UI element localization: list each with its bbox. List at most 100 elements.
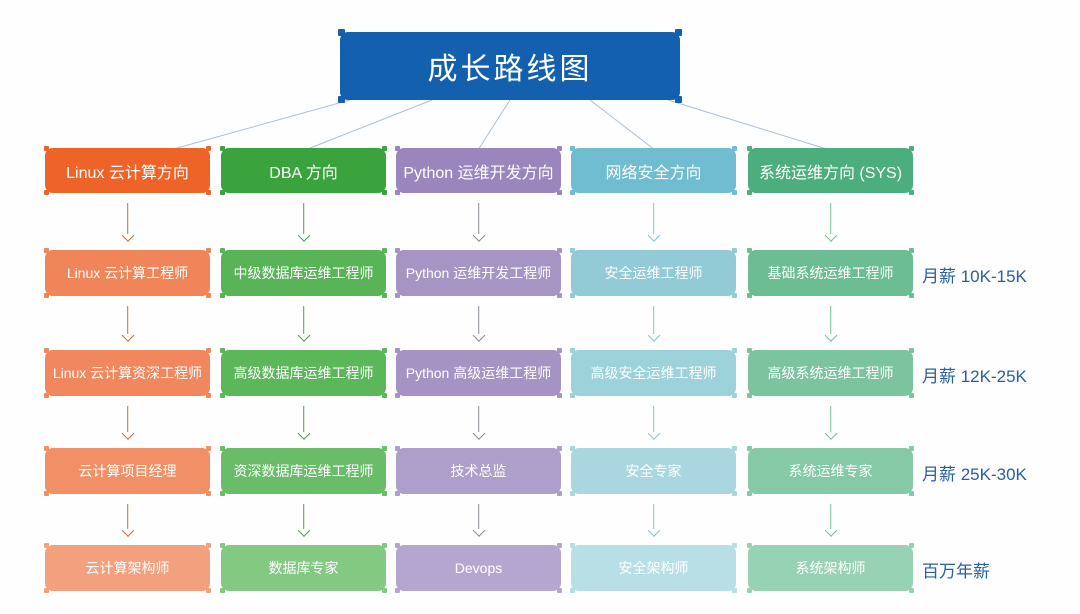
role-label: 数据库专家 [268, 560, 339, 576]
pixel-corner [395, 248, 400, 253]
pixel-corner [220, 588, 225, 593]
down-arrow [396, 396, 561, 448]
pixel-corner [44, 446, 49, 451]
pixel-corner [909, 348, 914, 353]
pixel-corner [220, 146, 225, 151]
pixel-corner [206, 446, 211, 451]
pixel-corner [382, 543, 387, 548]
pixel-corner [909, 248, 914, 253]
down-arrow [45, 296, 210, 350]
down-arrow [396, 193, 561, 250]
pixel-corner [747, 146, 752, 151]
pixel-corner [747, 543, 752, 548]
salary-label: 月薪 25K-30K [922, 465, 1027, 484]
down-arrow [396, 296, 561, 350]
role-label: 安全架构师 [618, 560, 689, 576]
column-dba: DBA 方向 中级数据库运维工程师 高级数据库运维工程师 资深数据库运维工程师 … [220, 146, 387, 593]
pixel-corner [909, 146, 914, 151]
down-arrow [748, 494, 913, 545]
role-label: 系统架构师 [795, 560, 866, 576]
pixel-corner [570, 146, 575, 151]
role-label: 高级数据库运维工程师 [233, 365, 374, 381]
pixel-corner [557, 248, 562, 253]
role-node: 资深数据库运维工程师 [220, 446, 387, 496]
role-label: 云计算架构师 [85, 560, 170, 576]
pixel-corner [206, 588, 211, 593]
role-node: Python 运维开发工程师 [395, 248, 562, 298]
role-node: Devops [395, 543, 562, 593]
pixel-corner [557, 543, 562, 548]
pixel-corner [338, 29, 345, 36]
pixel-corner [570, 543, 575, 548]
down-arrow [748, 396, 913, 448]
role-node: 基础系统运维工程师 [747, 248, 914, 298]
role-label: 系统运维专家 [788, 463, 873, 479]
down-arrow [571, 494, 736, 545]
column-header-label: Python 运维开发方向 [403, 164, 554, 182]
role-node: Linux 云计算工程师 [44, 248, 211, 298]
pixel-corner [220, 248, 225, 253]
diagram-title: 成长路线图 [338, 29, 682, 103]
role-node: 系统架构师 [747, 543, 914, 593]
pixel-corner [732, 146, 737, 151]
column-python-devops: Python 运维开发方向 Python 运维开发工程师 Python 高级运维… [395, 146, 562, 593]
role-label: Python 运维开发工程师 [405, 265, 552, 281]
pixel-corner [732, 248, 737, 253]
pixel-corner [44, 543, 49, 548]
pixel-corner [747, 248, 752, 253]
column-system-ops: 系统运维方向 (SYS) 基础系统运维工程师 高级系统运维工程师 系统运维专家 … [747, 146, 914, 593]
role-node: 云计算项目经理 [44, 446, 211, 496]
pixel-corner [44, 248, 49, 253]
role-label: 安全运维工程师 [604, 265, 703, 281]
pixel-corner [747, 446, 752, 451]
pixel-corner [382, 248, 387, 253]
salary-label: 百万年薪 [922, 562, 990, 581]
column-header-label: DBA 方向 [269, 164, 338, 182]
pixel-corner [557, 446, 562, 451]
connector-line [169, 99, 351, 151]
pixel-corner [909, 543, 914, 548]
role-label: Python 高级运维工程师 [405, 365, 552, 381]
pixel-corner [557, 348, 562, 353]
column-header: Python 运维开发方向 [395, 146, 562, 195]
pixel-corner [206, 248, 211, 253]
pixel-corner [732, 543, 737, 548]
pixel-corner [220, 446, 225, 451]
pixel-corner [44, 588, 49, 593]
down-arrow [748, 296, 913, 350]
pixel-corner [570, 588, 575, 593]
pixel-corner [382, 588, 387, 593]
pixel-corner [675, 96, 682, 103]
role-node: 安全运维工程师 [570, 248, 737, 298]
pixel-corner [395, 543, 400, 548]
role-node: 云计算架构师 [44, 543, 211, 593]
role-node: 数据库专家 [220, 543, 387, 593]
pixel-corner [206, 146, 211, 151]
down-arrow [45, 494, 210, 545]
role-label: Linux 云计算资深工程师 [52, 365, 203, 381]
connector-line [667, 99, 831, 151]
column-header-label: 网络安全方向 [605, 164, 702, 182]
pixel-corner [747, 348, 752, 353]
down-arrow [571, 296, 736, 350]
role-label: 中级数据库运维工程师 [233, 265, 374, 281]
pixel-corner [382, 348, 387, 353]
column-header: 系统运维方向 (SYS) [747, 146, 914, 195]
down-arrow [221, 494, 386, 545]
diagram-title-label: 成长路线图 [427, 53, 593, 86]
column-header: Linux 云计算方向 [44, 146, 211, 195]
column-header: DBA 方向 [220, 146, 387, 195]
down-arrow [221, 396, 386, 448]
down-arrow [396, 494, 561, 545]
down-arrow [221, 296, 386, 350]
role-node: Linux 云计算资深工程师 [44, 348, 211, 398]
role-label: 高级系统运维工程师 [767, 365, 894, 381]
pixel-corner [338, 96, 345, 103]
pixel-corner [395, 348, 400, 353]
role-label: Linux 云计算工程师 [66, 265, 189, 281]
pixel-corner [206, 543, 211, 548]
column-linux-cloud: Linux 云计算方向 Linux 云计算工程师 Linux 云计算资深工程师 … [44, 146, 211, 593]
pixel-corner [909, 588, 914, 593]
role-node: 技术总监 [395, 446, 562, 496]
role-node: 安全专家 [570, 446, 737, 496]
